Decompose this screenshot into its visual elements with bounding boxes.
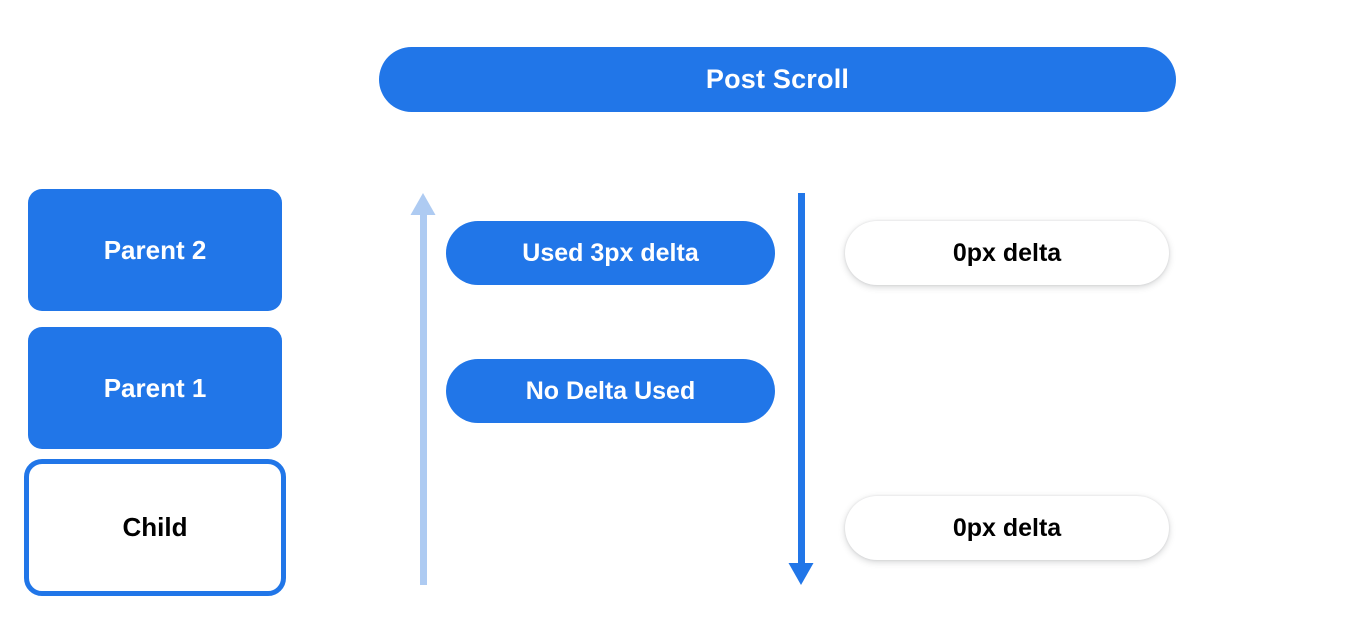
page-title: Post Scroll bbox=[379, 47, 1176, 112]
pill-label: Used 3px delta bbox=[522, 238, 699, 267]
stack-box-child: Child bbox=[24, 459, 286, 596]
pill-zero-delta-bottom: 0px delta bbox=[845, 496, 1169, 560]
stack-box-parent-2: Parent 2 bbox=[28, 189, 282, 311]
stack-box-parent-1: Parent 1 bbox=[28, 327, 282, 449]
pill-no-delta-used: No Delta Used bbox=[446, 359, 775, 423]
scroll-up-arrow bbox=[410, 193, 436, 585]
pill-label: 0px delta bbox=[952, 238, 1062, 267]
pill-zero-delta-top: 0px delta bbox=[845, 221, 1169, 285]
stack-box-label: Parent 1 bbox=[103, 372, 207, 403]
pill-label: No Delta Used bbox=[525, 376, 696, 405]
stack-box-label: Parent 2 bbox=[103, 234, 207, 265]
pill-label: 0px delta bbox=[952, 513, 1062, 542]
pill-used-delta: Used 3px delta bbox=[446, 221, 775, 285]
stack-box-label: Child bbox=[122, 512, 188, 542]
scroll-down-arrow bbox=[788, 193, 814, 585]
